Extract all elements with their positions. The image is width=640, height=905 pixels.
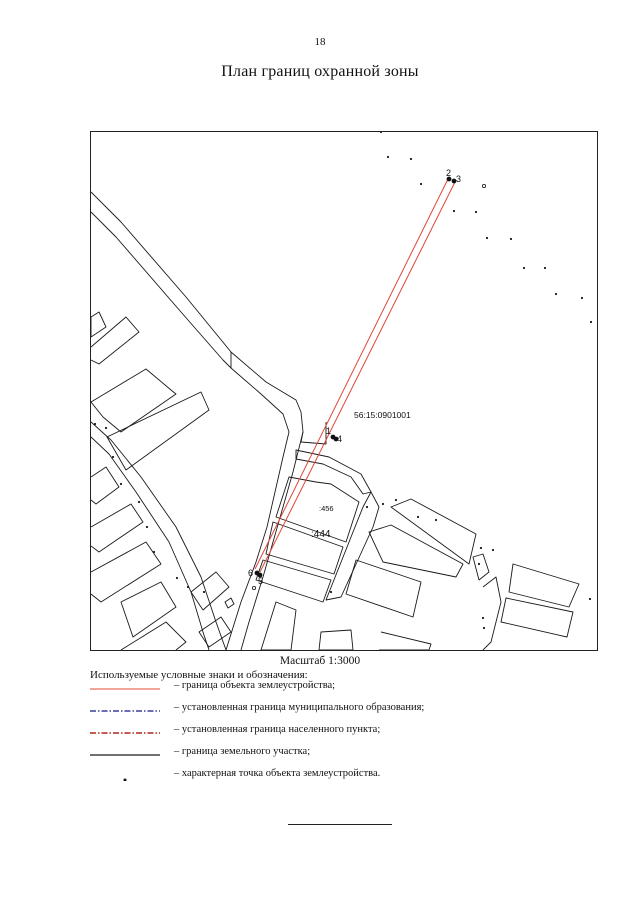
building [318, 629, 354, 650]
parcel [295, 449, 372, 495]
building [472, 553, 490, 581]
building [120, 581, 177, 638]
red-line-icon [90, 688, 160, 690]
building [91, 541, 162, 603]
legend-item: – установленная граница муниципального о… [90, 701, 610, 715]
building [345, 559, 422, 618]
red-dashdot-line-icon [90, 732, 160, 734]
building [368, 524, 464, 578]
building [91, 316, 140, 365]
building [190, 571, 230, 611]
parcel [265, 521, 344, 575]
parcel-label-444: :444 [311, 529, 331, 540]
parcel-label-456: :456 [319, 504, 334, 513]
street-edge [91, 421, 227, 650]
road-edge [240, 431, 304, 650]
building [224, 597, 235, 609]
blue-dashdot-line-icon [90, 710, 160, 712]
building [91, 368, 177, 433]
building [482, 576, 502, 650]
parcel [325, 491, 380, 601]
point-icon [123, 778, 127, 781]
page-number: 18 [314, 36, 326, 48]
map-scale: Масштаб 1:3000 [279, 655, 361, 667]
legend-item: – граница земельного участка; [90, 745, 610, 759]
legend-item: – граница объекта землеустройства; [90, 679, 610, 693]
point-label-4: 4 [337, 434, 343, 444]
parcel [275, 476, 360, 543]
map-frame: 2 3 56:15:0901001 1 4 :456 :444 6 5 [90, 131, 598, 651]
building [390, 498, 477, 565]
point-label-1: 1 [326, 426, 332, 436]
building [379, 631, 432, 650]
cadastral-map [91, 132, 593, 650]
road-edge [91, 211, 232, 369]
signature-line [288, 824, 392, 825]
street-edge [91, 436, 210, 650]
legend-item: – характерная точка объекта землеустройс… [90, 767, 610, 781]
road-edge [91, 191, 304, 433]
legend-item-text: – граница объекта землеустройства; [174, 680, 336, 691]
building [106, 391, 210, 471]
building [508, 563, 580, 608]
road-edge [225, 367, 290, 650]
legend-item-text: – установленная граница населенного пунк… [174, 724, 381, 735]
protected-zone-boundary [254, 178, 456, 573]
building [91, 503, 144, 553]
boundary-points [251, 176, 486, 590]
page-title: План границ охранной зоны [221, 63, 419, 80]
parcel [255, 559, 332, 603]
point-label-6: 6 [248, 568, 254, 578]
point-label-3: 3 [456, 174, 462, 184]
building [120, 621, 187, 650]
point-label-5: 5 [258, 576, 264, 586]
legend-item: – установленная граница населенного пунк… [90, 723, 610, 737]
building [500, 597, 574, 638]
building [198, 616, 232, 648]
survey-dots [93, 132, 593, 630]
legend-title: Используемые условные знаки и обозначени… [90, 669, 308, 681]
black-line-icon [90, 754, 160, 756]
point-label-2: 2 [446, 168, 452, 178]
cadastral-block-label: 56:15:0901001 [354, 410, 411, 420]
legend-item-text: – установленная граница муниципального о… [174, 702, 425, 713]
building [91, 466, 120, 505]
legend-item-text: – граница земельного участка; [174, 746, 311, 757]
building [260, 601, 297, 650]
legend-item-text: – характерная точка объекта землеустройс… [174, 768, 381, 779]
building [91, 311, 107, 338]
